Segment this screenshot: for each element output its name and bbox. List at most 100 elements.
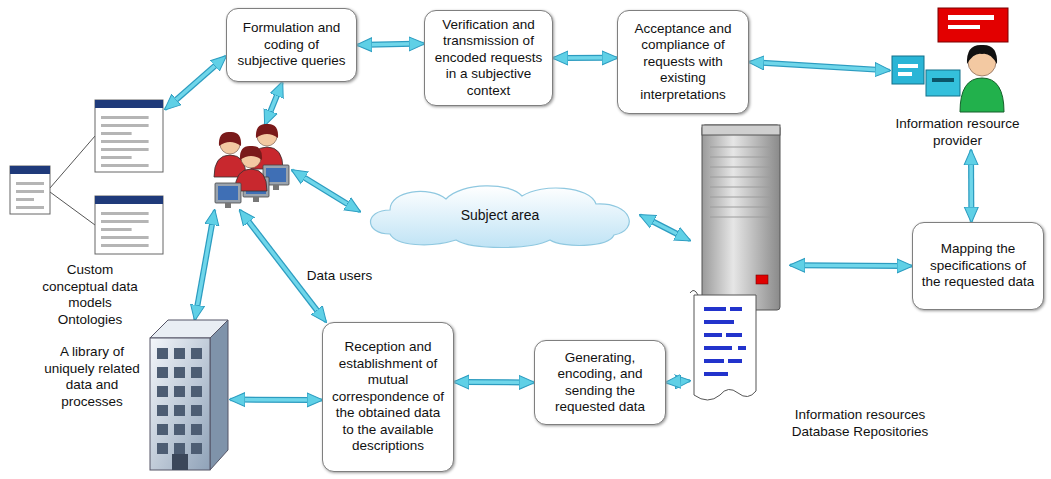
double-arrow: [230, 399, 322, 401]
drawing-path: [256, 124, 278, 138]
icon-caption: Information resources Database Repositor…: [785, 407, 935, 440]
double-arrow: [971, 150, 972, 222]
arrow-line: [195, 210, 215, 320]
drawing-rect: [191, 443, 202, 454]
box-text: Generating, encoding, and sending the re…: [541, 350, 659, 416]
box-text: Reception and establishment of mutual co…: [329, 339, 447, 455]
arrow-line: [240, 210, 326, 322]
arrow-line: [749, 62, 890, 70]
drawing-svg: [10, 100, 165, 258]
arrow-line: [969, 150, 973, 222]
drawing-rect: [157, 367, 168, 378]
drawing-rect: [191, 424, 202, 435]
arrow-line: [790, 264, 912, 268]
drawing-rect: [174, 424, 185, 435]
process-box: Formulation and coding of subjective que…: [226, 8, 357, 82]
drawing-rect: [898, 72, 912, 76]
arrow-line: [553, 56, 617, 60]
process-box: Generating, encoding, and sending the re…: [534, 340, 666, 425]
drawing-rect: [892, 56, 924, 84]
drawing-line: [710, 167, 772, 168]
drawing-rect: [726, 333, 742, 337]
drawing-rect: [101, 236, 149, 239]
drawing-rect: [174, 348, 185, 359]
drawing-rect: [191, 367, 202, 378]
drawing-rect: [174, 405, 185, 416]
drawing-rect: [101, 148, 149, 151]
drawing-rect: [95, 100, 163, 172]
users-icon: Data users: [205, 125, 292, 210]
drawing-rect: [157, 386, 168, 397]
box-text: Formulation and coding of subjective que…: [233, 20, 350, 70]
double-arrow: [454, 382, 534, 384]
arrow-line: [292, 170, 360, 212]
arrow-line: [357, 44, 424, 45]
drawing-rect: [191, 386, 202, 397]
drawing-rect: [191, 348, 202, 359]
arrow-line: [640, 215, 690, 241]
box-text: Verification and transmission of encoded…: [431, 17, 546, 100]
drawing-rect: [898, 64, 918, 68]
drawing-path: [371, 186, 630, 248]
drawing-rect: [95, 100, 163, 108]
process-box: Acceptance and compliance of requests wi…: [617, 10, 749, 114]
drawing-rect: [95, 196, 163, 254]
drawing-path: [960, 78, 1004, 112]
icon-caption: Information resource provider: [890, 116, 1025, 149]
drawing-line: [710, 207, 772, 208]
drawing-path: [690, 290, 698, 295]
drawing-rect: [225, 203, 231, 208]
drawing-rect: [101, 164, 149, 167]
drawing-rect: [932, 78, 954, 82]
drawing-rect: [95, 196, 163, 204]
drawing-path: [967, 45, 997, 64]
drawing-rect: [704, 359, 724, 363]
drawing-rect: [174, 367, 185, 378]
drawing-rect: [702, 125, 780, 310]
drawing-rect: [738, 346, 746, 350]
drawing-rect: [101, 212, 149, 215]
drawing-line: [710, 197, 772, 198]
drawing-rect: [157, 348, 168, 359]
drawing-rect: [101, 140, 149, 143]
drawing-line: [710, 177, 772, 178]
drawing-rect: [704, 346, 732, 350]
drawing-rect: [174, 443, 185, 454]
drawing-line: [50, 136, 95, 188]
double-arrow: [240, 210, 326, 322]
drawing-rect: [101, 116, 149, 119]
drawing-line: [50, 192, 95, 225]
arrow-line: [165, 56, 226, 109]
drawing-rect: [16, 198, 34, 201]
icon-caption: Custom conceptual data models Ontologies: [42, 262, 138, 328]
process-box: Reception and establishment of mutual co…: [322, 322, 454, 472]
drawing-line: [710, 147, 772, 148]
drawing-rect: [10, 166, 50, 174]
drawing-rect: [948, 15, 994, 20]
drawing-rect: [191, 405, 202, 416]
drawing-rect: [172, 454, 188, 470]
drawing-rect: [174, 386, 185, 397]
double-arrow: [640, 215, 690, 241]
drawing-rect: [926, 70, 960, 96]
box-text: Mapping the specifications of the reques…: [919, 241, 1037, 291]
drawing-path: [219, 132, 241, 146]
drawing-rect: [702, 125, 780, 135]
drawing-rect: [16, 190, 44, 193]
drawing-rect: [101, 244, 149, 247]
icon-caption: Data users: [302, 268, 377, 285]
drawing-rect: [756, 275, 768, 284]
drawing-rect: [16, 206, 44, 209]
arrow-line: [454, 380, 534, 384]
docs-icon: Custom conceptual data models Ontologies: [10, 100, 165, 258]
drawing-rect: [101, 156, 132, 159]
arrow-line: [265, 82, 282, 125]
drawing-rect: [150, 338, 210, 470]
double-arrow: [357, 44, 424, 45]
drawing-rect: [728, 359, 742, 363]
double-arrow: [749, 62, 890, 70]
drawing-svg: [690, 125, 790, 400]
drawing-rect: [730, 307, 742, 311]
drawing-svg: [150, 320, 230, 470]
